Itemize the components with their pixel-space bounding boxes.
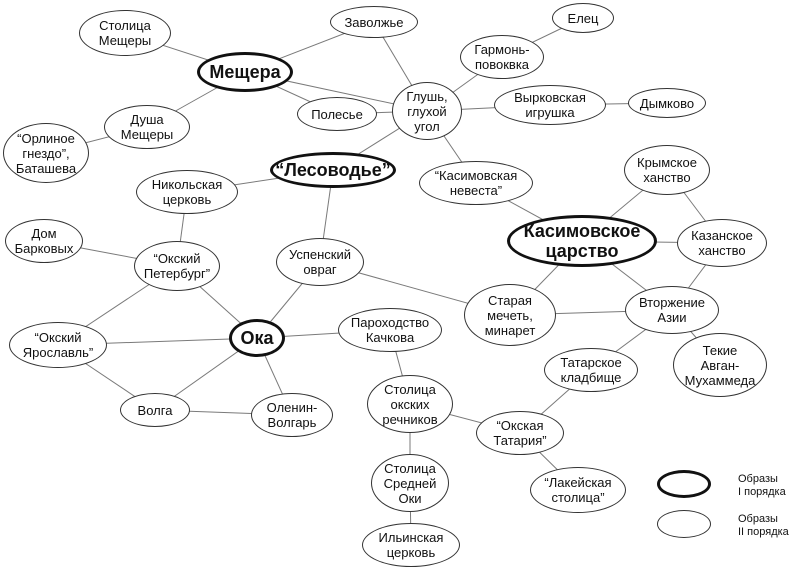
node-label: Пароходство Качкова bbox=[350, 315, 430, 345]
node-okskaya-tatariya: “Окская Татария” bbox=[476, 411, 564, 455]
node-label: Гармонь- повоквка bbox=[474, 42, 530, 72]
legend-major-marker bbox=[657, 470, 711, 498]
node-label: Успенский овраг bbox=[288, 247, 352, 277]
node-staraya-mechet: Старая мечеть, минарет bbox=[464, 284, 556, 346]
node-kazanskoe: Казанское ханство bbox=[677, 219, 767, 267]
node-kasim-nevesta: “Касимовская невеста” bbox=[419, 161, 533, 205]
node-label: Ильинская церковь bbox=[378, 530, 444, 560]
legend-minor-label: Образы II порядка bbox=[738, 513, 789, 538]
node-ilinskaya: Ильинская церковь bbox=[362, 523, 460, 567]
node-tatar-kladb: Татарское кладбище bbox=[544, 348, 638, 392]
node-label: “Орлиное гнездо”, Баташева bbox=[15, 130, 77, 176]
node-glush: Глушь, глухой угол bbox=[392, 82, 462, 140]
node-polesye: Полесье bbox=[297, 97, 377, 131]
node-dusha: Душа Мещеры bbox=[104, 105, 190, 149]
node-tekie: Текие Авган- Мухаммеда bbox=[673, 333, 767, 397]
node-stolica-meshchery: Столица Мещеры bbox=[79, 10, 171, 56]
node-parohodstvo: Пароходство Качкова bbox=[338, 308, 442, 352]
node-ok-peterburg: “Окский Петербург” bbox=[134, 241, 220, 291]
node-label: Оленин- Волгарь bbox=[266, 400, 318, 430]
node-orlinoe: “Орлиное гнездо”, Баташева bbox=[3, 123, 89, 183]
node-zavolzhye: Заволжье bbox=[330, 6, 418, 38]
node-nikolskaya: Никольская церковь bbox=[136, 170, 238, 214]
node-label: Душа Мещеры bbox=[120, 112, 174, 142]
node-stolica-rechnikov: Столица окских речников bbox=[367, 375, 453, 433]
legend-major-label: Образы I порядка bbox=[738, 473, 786, 498]
node-label: Елец bbox=[567, 10, 599, 26]
node-label: “Лакейская столица” bbox=[544, 475, 612, 505]
node-label: “Окская Татария” bbox=[493, 418, 547, 448]
node-label: Столица Мещеры bbox=[98, 18, 152, 48]
node-label: Крымское ханство bbox=[637, 155, 697, 185]
node-dom-barkovyh: Дом Барковых bbox=[5, 219, 83, 263]
node-label: Текие Авган- Мухаммеда bbox=[684, 342, 756, 388]
node-volga: Волга bbox=[120, 393, 190, 427]
node-label: Волга bbox=[137, 402, 173, 418]
node-garmon: Гармонь- повоквка bbox=[460, 35, 544, 79]
node-label: Вторжение Азии bbox=[638, 295, 706, 325]
node-label: Казанское ханство bbox=[691, 228, 753, 258]
node-label: Касимовское царство bbox=[523, 221, 641, 261]
node-label: “Касимовская невеста” bbox=[434, 168, 518, 198]
node-label: Никольская церковь bbox=[151, 177, 223, 207]
node-ok-yaroslavl: “Окский Ярославль” bbox=[9, 322, 107, 368]
node-oka: Ока bbox=[229, 319, 285, 357]
node-label: Мещера bbox=[209, 62, 281, 82]
node-olenin: Оленин- Волгарь bbox=[251, 393, 333, 437]
node-label: Татарское кладбище bbox=[560, 355, 622, 385]
node-label: Глушь, глухой угол bbox=[406, 88, 448, 134]
node-label: “Лесоводье” bbox=[275, 160, 391, 180]
node-label: Столица окских речников bbox=[382, 381, 438, 427]
node-label: Ока bbox=[240, 328, 274, 348]
node-label: Вырковская игрушка bbox=[514, 90, 586, 120]
node-label: Дом Барковых bbox=[14, 226, 74, 256]
node-meshchera: Мещера bbox=[197, 52, 293, 92]
node-elec: Елец bbox=[552, 3, 614, 33]
node-label: Дымково bbox=[639, 95, 695, 111]
node-label: Столица Средней Оки bbox=[383, 460, 437, 506]
node-label: “Окский Ярославль” bbox=[22, 330, 94, 360]
node-kasim-carstvo: Касимовское царство bbox=[507, 215, 657, 267]
node-vtorzhenie: Вторжение Азии bbox=[625, 286, 719, 334]
node-vyrkov: Вырковская игрушка bbox=[494, 85, 606, 125]
node-lesovodye: “Лесоводье” bbox=[270, 152, 396, 188]
node-label: “Окский Петербург” bbox=[143, 251, 211, 281]
node-krymskoe: Крымское ханство bbox=[624, 145, 710, 195]
node-lakeyskaya: “Лакейская столица” bbox=[530, 467, 626, 513]
legend-minor-marker bbox=[657, 510, 711, 538]
node-label: Старая мечеть, минарет bbox=[484, 292, 536, 338]
node-label: Полесье bbox=[311, 106, 363, 122]
node-dymkovo: Дымково bbox=[628, 88, 706, 118]
node-stolica-sredney: Столица Средней Оки bbox=[371, 454, 449, 512]
node-label: Заволжье bbox=[344, 14, 404, 30]
node-uspenskiy: Успенский овраг bbox=[276, 238, 364, 286]
